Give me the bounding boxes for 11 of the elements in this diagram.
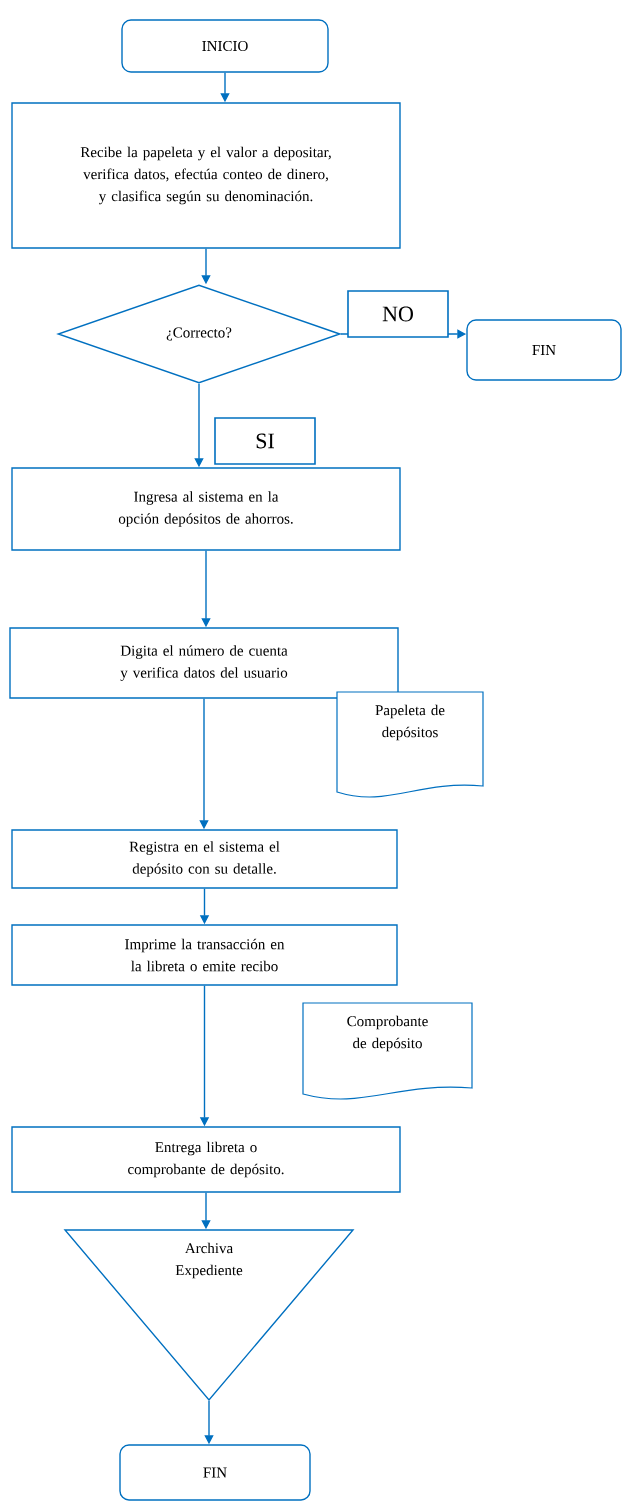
process-box: Imprime la transacción en la libreta o emite recibo bbox=[11, 924, 398, 986]
process-box: Digita el número de cuenta y verifica datos del usuario bbox=[9, 627, 399, 699]
process-box: Entrega libreta o comprobante de depósito. bbox=[11, 1126, 401, 1193]
process-box: Recibe la papeleta y el valor a depositar, verifica datos, efectúa conteo de dinero, y clasifica según su denominación. bbox=[11, 102, 401, 249]
terminal-box: INICIO bbox=[121, 19, 329, 73]
edge-label: NO bbox=[347, 290, 449, 338]
process-box: Ingresa al sistema en la opción depósitos de ahorros. bbox=[11, 467, 401, 551]
process-box: Registra en el sistema el depósito con su detalle. bbox=[11, 829, 398, 889]
edge-label: SI bbox=[214, 417, 316, 465]
terminal-box: FIN bbox=[119, 1444, 311, 1501]
terminal-box: FIN bbox=[466, 319, 622, 381]
